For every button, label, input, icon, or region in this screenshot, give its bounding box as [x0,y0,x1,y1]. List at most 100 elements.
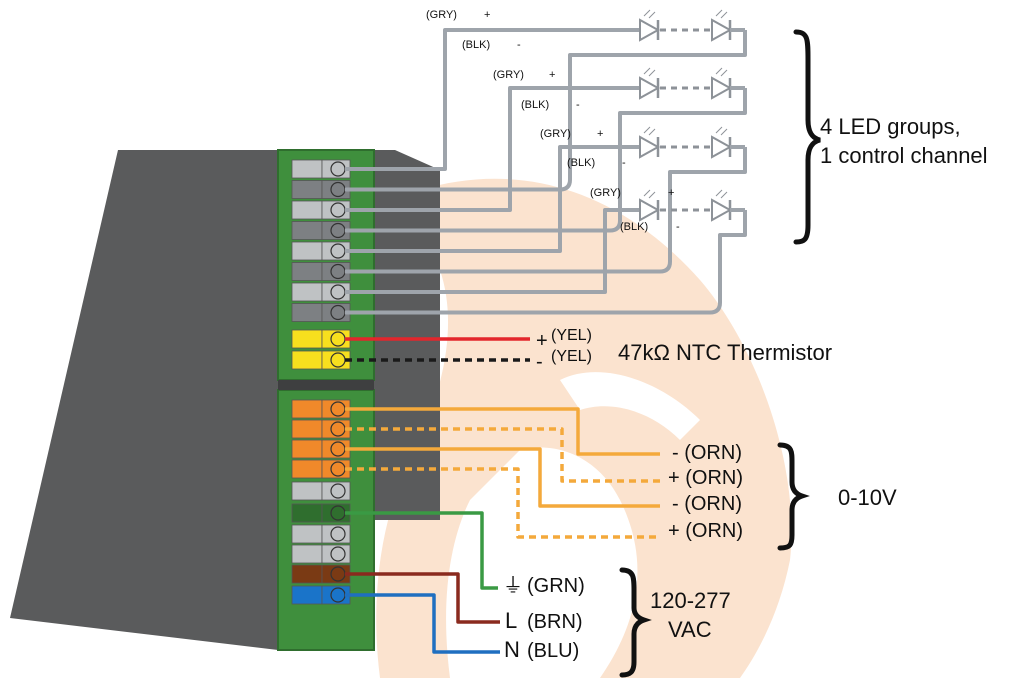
dim-neg-wire-2 [345,447,660,508]
led-ray [643,67,651,75]
led-return-wire [568,30,747,180]
terminal-slot [291,459,351,479]
led-neg-wire [345,220,622,233]
terminal-screw [330,546,346,562]
terminal-slot [291,439,351,459]
led-groups-label-line1: 4 LED groups, [820,114,961,139]
led-diode-icon [639,76,661,100]
thermistor-neg-sign: - [536,351,543,373]
led-ray [643,126,651,134]
led-group-1-neg-color: (BLK) [462,39,490,51]
terminal-lever [291,200,323,220]
led-ray [648,69,656,77]
led-string [639,126,745,159]
led-ray [648,128,656,136]
led-strings [639,9,745,222]
dim-pos-wire-2 [345,467,660,539]
dimming-wire-2: + (ORN) [668,467,743,489]
terminal-slot [291,303,351,322]
led-return-wire [618,88,747,221]
led-diode-icon [711,76,733,100]
dimming-label: 0-10V [838,485,897,510]
terminal-lever [291,524,323,544]
terminal-slot [291,200,351,220]
led-groups-label-line2: 1 control channel [820,143,988,168]
led-diode-icon [639,135,661,159]
led-ray [715,126,723,134]
led-group-3-pos-sign: + [597,128,603,140]
vac-label-line2: VAC [668,617,712,642]
terminal-lever [291,399,323,419]
terminal-slot [291,282,351,302]
thermistor-label: 47kΩ NTC Thermistor [618,340,832,365]
terminal-slot [291,241,351,261]
thermistor-labels: + (YEL) - (YEL) 47kΩ NTC Thermistor [536,327,832,373]
led-ray [715,189,723,197]
terminal-slot [291,585,351,605]
led-pos-wire [345,208,640,294]
terminal-lever [291,585,323,605]
led-brace [793,29,821,245]
terminal-slot [291,262,351,281]
led-ray [720,128,728,136]
terminal-lever [291,159,323,179]
led-neg-wire [345,302,722,315]
neutral-letter: N [504,637,520,662]
terminal-lever [291,282,323,302]
led-ray [715,9,723,17]
terminal-lever [291,481,323,501]
led-group-1-pos-sign: + [484,9,490,21]
terminal-slot [291,503,351,523]
dimming-labels: - (ORN) + (ORN) - (ORN) + (ORN) 0-10V [668,442,897,542]
thermistor-pos-color: (YEL) [551,327,592,344]
led-group-1-pos-color: (GRY) [426,9,457,21]
driver-housing-side [372,150,440,520]
terminal-block-divider [278,380,374,390]
terminal-slot [291,221,351,240]
led-neg-wire [345,261,672,274]
terminal-lever [291,439,323,459]
dim-pos-wire-1 [345,427,660,483]
terminal-screw [330,526,346,542]
dimming-wire-3: - (ORN) [672,493,742,515]
terminal-screw [330,483,346,499]
terminal-slot [291,524,351,544]
led-group-4-neg-sign: - [676,221,680,233]
led-ray [648,191,656,199]
terminal-lever [291,180,323,199]
led-return-wire [668,147,747,262]
led-ray [643,9,651,17]
terminal-lever [291,221,323,240]
led-group-2-neg-color: (BLK) [521,99,549,111]
terminal-slot [291,180,351,199]
terminal-slot [291,159,351,179]
led-string [639,189,745,222]
dim-neg-wire-1 [345,407,660,456]
led-diode-icon [639,18,661,42]
led-diode-icon [711,198,733,222]
terminal-slot [291,329,351,349]
led-ray [720,11,728,19]
led-group-4-pos-color: (GRY) [590,187,621,199]
ground-color: (GRN) [527,575,585,597]
line-letter: L [505,608,517,633]
led-ray [643,189,651,197]
led-group-2-pos-color: (GRY) [493,69,524,81]
terminal-slot [291,481,351,501]
terminals [291,159,351,605]
terminal-slot [291,544,351,564]
led-group-2-neg-sign: - [576,99,580,111]
led-diode-icon [711,18,733,42]
led-pos-wire [345,28,640,171]
terminal-lever [291,303,323,322]
led-diode-icon [639,198,661,222]
terminal-lever [291,262,323,281]
terminal-slot [291,350,351,370]
braces [619,29,821,678]
dimming-brace [777,442,810,551]
terminal-lever [291,241,323,261]
vac-label-line1: 120-277 [650,588,731,613]
led-pos-wire [345,145,640,253]
led-group-4-neg-color: (BLK) [620,221,648,233]
ground-symbol: ⏚ [503,575,523,597]
